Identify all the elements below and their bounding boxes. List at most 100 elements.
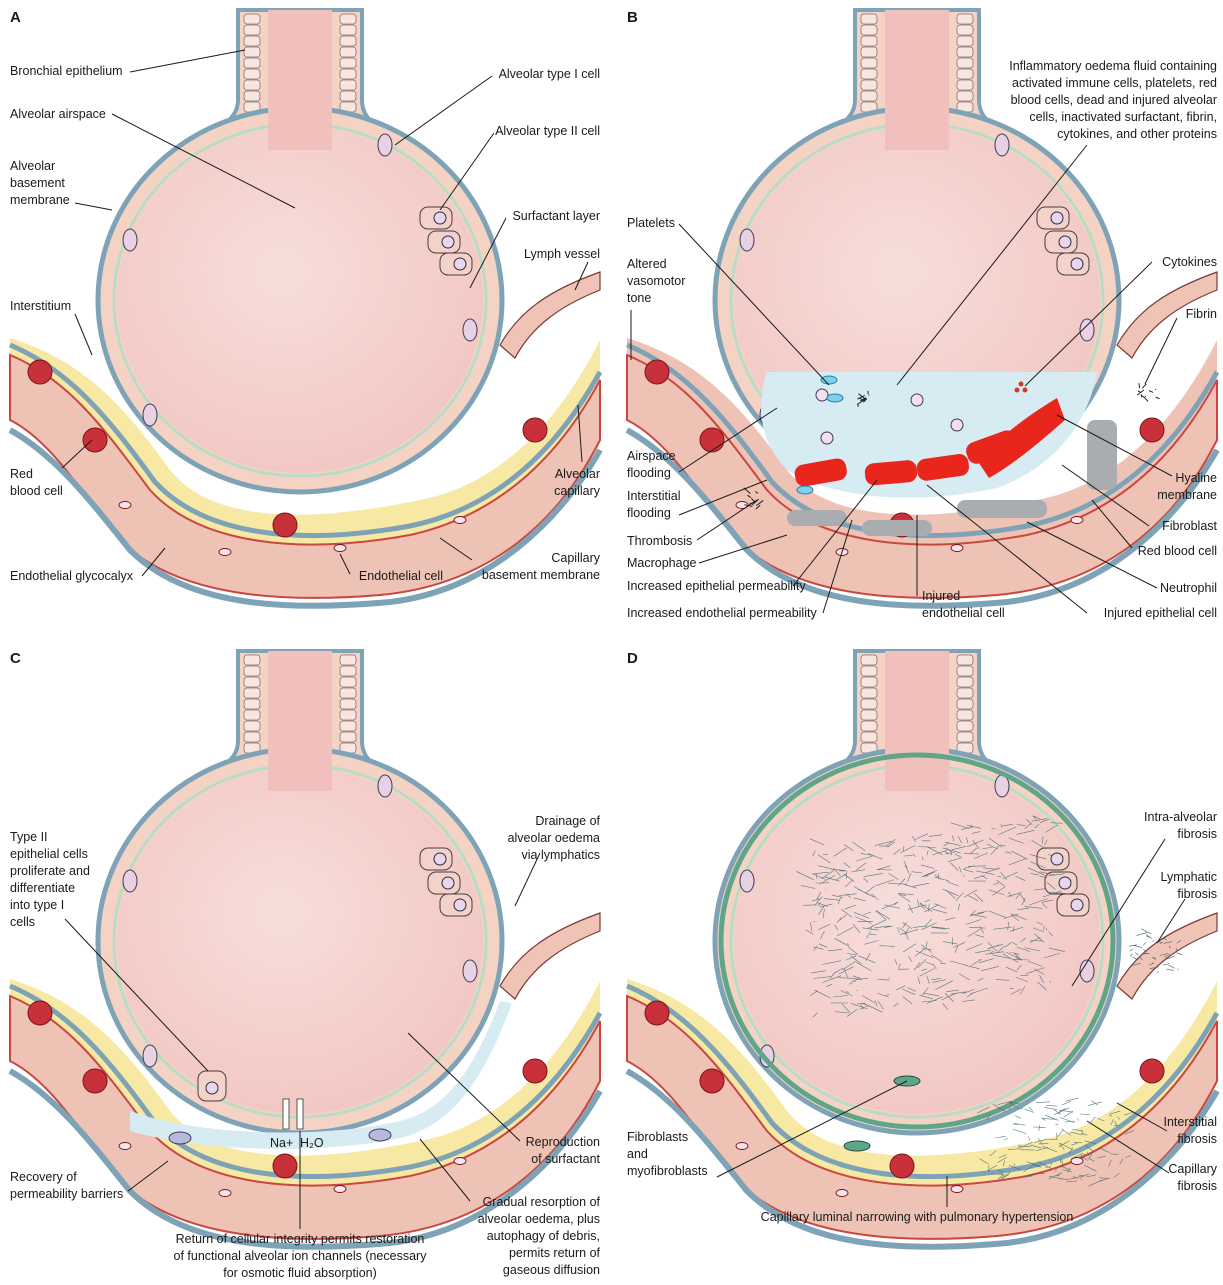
type-i-cell: [740, 229, 754, 251]
endothelial-cell: [119, 502, 131, 509]
bronchial-cell: [340, 25, 356, 35]
bronchial-cell: [957, 732, 973, 742]
bronchial-cell: [340, 666, 356, 676]
label-platelets: Platelets: [627, 216, 675, 230]
red-blood-cell: [83, 1069, 107, 1093]
bronchial-cell: [244, 732, 260, 742]
ion-channel: [283, 1099, 289, 1129]
bronchial-cell: [861, 14, 877, 24]
alveolar-airspace: [117, 768, 483, 1114]
fibrin-strands: [1137, 383, 1159, 401]
type-i-cell: [463, 960, 477, 982]
label-alveolar-type-i-cell: Alveolar type I cell: [499, 67, 600, 81]
label-bronchial-epithelium: Bronchial epithelium: [10, 64, 123, 78]
bronchial-cell: [244, 36, 260, 46]
type-i-cell: [123, 870, 137, 892]
type-ii-nucleus: [442, 877, 454, 889]
panel-a: A Bronchial epithelium Alveolar type I cel…: [10, 9, 601, 606]
bronchial-cell: [861, 58, 877, 68]
bronchus-lumen-inner: [268, 651, 332, 791]
red-blood-cell: [523, 1059, 547, 1083]
bronchial-cell: [861, 36, 877, 46]
bronchial-cell: [340, 732, 356, 742]
bronchial-cell: [861, 666, 877, 676]
bronchial-cell: [244, 14, 260, 24]
bronchial-cell: [957, 677, 973, 687]
bronchial-cell: [957, 710, 973, 720]
bronchial-cell: [957, 721, 973, 731]
bronchial-cell: [957, 688, 973, 698]
red-blood-cell: [890, 1154, 914, 1178]
type-ii-nucleus: [454, 899, 466, 911]
label-macrophage: Macrophage: [627, 556, 697, 570]
label-injured-epithelial-cell: Injured epithelial cell: [1104, 606, 1217, 620]
endothelial-cell: [219, 1190, 231, 1197]
red-blood-cell: [645, 1001, 669, 1025]
label-fibrin: Fibrin: [1186, 307, 1217, 321]
bronchial-cell: [244, 699, 260, 709]
bronchial-cell: [957, 69, 973, 79]
bronchial-cell: [244, 655, 260, 665]
red-blood-cell: [28, 1001, 52, 1025]
bronchial-cell: [861, 688, 877, 698]
endothelial-cell: [736, 1143, 748, 1150]
bronchial-cell: [340, 677, 356, 687]
label-drainage: Drainage ofalveolar oedemavia lymphatics: [508, 814, 601, 862]
panel-letter: A: [10, 9, 21, 26]
bronchial-cell: [244, 69, 260, 79]
bronchial-cell: [340, 710, 356, 720]
label-red-blood-cell: Red blood cell: [1138, 544, 1217, 558]
red-blood-cell: [83, 428, 107, 452]
bronchial-cell: [957, 91, 973, 101]
bronchial-cell: [244, 666, 260, 676]
leader-line: [75, 203, 112, 210]
leader-line: [75, 314, 92, 355]
type-i-cell: [995, 134, 1009, 156]
immune-cell: [821, 432, 833, 444]
type-i-cell: [143, 1045, 157, 1067]
bronchial-cell: [861, 710, 877, 720]
endothelial-cell: [334, 545, 346, 552]
bronchus-lumen-inner: [885, 10, 949, 150]
type-ii-nucleus: [434, 853, 446, 865]
type-ii-nucleus: [1071, 899, 1083, 911]
type-i-cell: [123, 229, 137, 251]
label-alveolar-airspace: Alveolar airspace: [10, 107, 106, 121]
bronchial-cell: [244, 721, 260, 731]
endothelial-cell: [1071, 1158, 1083, 1165]
label-increased-endothelial-permeability: Increased endothelial permeability: [627, 606, 817, 620]
alveolar-airspace: [734, 768, 1100, 1114]
lymph-vessel: [500, 913, 600, 999]
bronchial-cell: [244, 80, 260, 90]
bronchial-cell: [957, 699, 973, 709]
type-i-cell: [1080, 960, 1094, 982]
label-endothelial-glycocalyx: Endothelial glycocalyx: [10, 569, 134, 583]
bronchial-cell: [244, 91, 260, 101]
panel-letter: C: [10, 650, 21, 667]
bronchial-cell: [957, 36, 973, 46]
bronchial-cell: [957, 666, 973, 676]
red-blood-cell: [645, 360, 669, 384]
immune-cell: [816, 389, 828, 401]
bronchial-cell: [861, 91, 877, 101]
immune-cell: [911, 394, 923, 406]
label-endothelial-cell: Endothelial cell: [359, 569, 443, 583]
debris-cell: [369, 1129, 391, 1141]
bronchial-cell: [244, 688, 260, 698]
type-ii-nucleus: [1071, 258, 1083, 270]
bronchial-cell: [861, 25, 877, 35]
red-blood-cell: [523, 418, 547, 442]
endothelial-cell: [836, 1190, 848, 1197]
injured-cell: [1087, 420, 1117, 490]
bronchial-cell: [957, 14, 973, 24]
label-gradual-resorption: Gradual resorption ofalveolar oedema, pl…: [478, 1195, 601, 1277]
red-blood-cell: [700, 428, 724, 452]
bronchial-cell: [340, 14, 356, 24]
bronchial-cell: [957, 58, 973, 68]
red-blood-cell: [273, 1154, 297, 1178]
bronchial-cell: [861, 69, 877, 79]
bronchial-cell: [861, 80, 877, 90]
bronchial-cell: [861, 721, 877, 731]
label-thrombosis: Thrombosis: [627, 534, 692, 548]
